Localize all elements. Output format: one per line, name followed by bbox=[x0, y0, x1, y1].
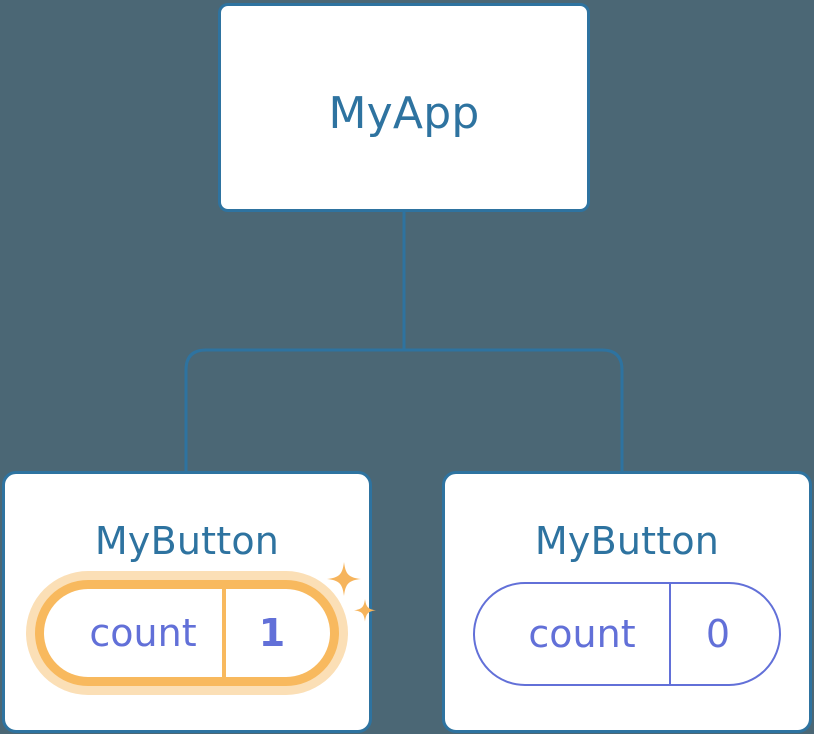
state-pill-divider-right bbox=[669, 584, 671, 684]
state-key-right: count bbox=[528, 612, 636, 656]
state-pill-right-wrap: count 0 bbox=[445, 582, 809, 686]
node-myapp[interactable]: MyApp bbox=[218, 3, 590, 212]
node-mybutton-right-label: MyButton bbox=[534, 519, 720, 563]
state-value-right: 0 bbox=[705, 612, 731, 656]
connector-branch bbox=[184, 348, 624, 471]
state-key-left: count bbox=[89, 611, 197, 655]
node-mybutton-left-label: MyButton bbox=[94, 519, 280, 563]
state-pill-left-ring: count 1 bbox=[35, 580, 339, 686]
node-myapp-label: MyApp bbox=[328, 88, 480, 139]
state-pill-right[interactable]: count 0 bbox=[473, 582, 781, 686]
node-mybutton-right[interactable]: MyButton count 0 bbox=[442, 471, 812, 733]
state-pill-left[interactable]: count 1 bbox=[44, 589, 330, 677]
state-value-left: 1 bbox=[258, 611, 286, 655]
node-mybutton-left[interactable]: MyButton count 1 bbox=[2, 471, 372, 733]
state-pill-left-wrap: count 1 bbox=[5, 571, 369, 695]
state-pill-divider-left bbox=[222, 589, 226, 677]
state-pill-left-halo: count 1 bbox=[26, 571, 348, 695]
